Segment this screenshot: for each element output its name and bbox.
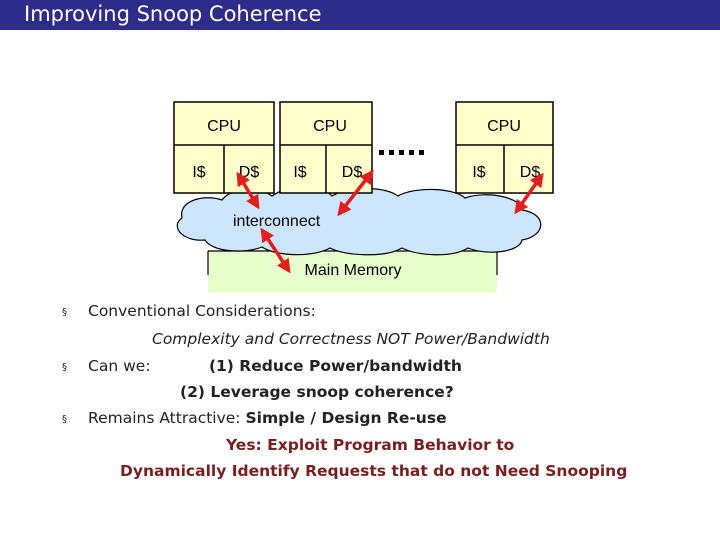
cpu-label: CPU: [313, 118, 347, 135]
arrow-dcache3-interconnect: [514, 172, 544, 215]
bullet-3: § Remains Attractive: Simple / Design Re…: [62, 409, 447, 427]
bullet-marker: §: [62, 414, 67, 425]
interconnect-label: interconnect: [233, 213, 321, 230]
dcache-label: D$: [342, 164, 363, 181]
main-memory-label: Main Memory: [305, 262, 402, 279]
main-memory: Main Memory: [207, 250, 498, 293]
interconnect-cloud: interconnect: [176, 186, 542, 256]
bullet-marker: §: [62, 362, 67, 373]
cpu-label: CPU: [207, 118, 241, 135]
bullet-text: Conventional Considerations:: [88, 302, 316, 320]
cache-coherence-diagram: Main Memory interconnect CPU I$ D$ CPU I…: [173, 101, 554, 293]
icache-label: I$: [192, 164, 205, 181]
emphasis-line-2: Dynamically Identify Requests that do no…: [120, 462, 628, 480]
bullet-2: § Can we: (1) Reduce Power/bandwidth: [62, 357, 462, 375]
icache-label: I$: [472, 164, 485, 181]
bullet-text: Simple / Design Re-use: [245, 409, 447, 427]
arrow-interconnect-memory: [260, 227, 291, 274]
bullet-text: (1) Reduce Power/bandwidth: [208, 357, 462, 375]
bullet-prefix: Can we:: [88, 357, 151, 375]
ellipsis-dots: [379, 150, 424, 155]
arrow-dcache2-interconnect: [337, 169, 374, 217]
bullet-1-detail: Complexity and Correctness NOT Power/Ban…: [152, 330, 550, 348]
bullet-marker: §: [62, 307, 67, 318]
bullet-1: § Conventional Considerations:: [62, 302, 316, 320]
cpu-node-2: CPU I$ D$: [279, 101, 373, 194]
cpu-label: CPU: [487, 118, 521, 135]
bullet-2-detail: (2) Leverage snoop coherence?: [180, 383, 454, 401]
dcache-label: D$: [520, 164, 541, 181]
title-bar: Improving Snoop Coherence: [0, 0, 720, 30]
icache-label: I$: [293, 164, 306, 181]
emphasis-line-1: Yes: Exploit Program Behavior to: [226, 436, 515, 454]
cpu-node-1: CPU I$ D$: [173, 101, 275, 194]
arrow-dcache1-interconnect: [236, 171, 260, 210]
bullet-prefix: Remains Attractive:: [88, 409, 241, 427]
page-title: Improving Snoop Coherence: [24, 2, 322, 26]
